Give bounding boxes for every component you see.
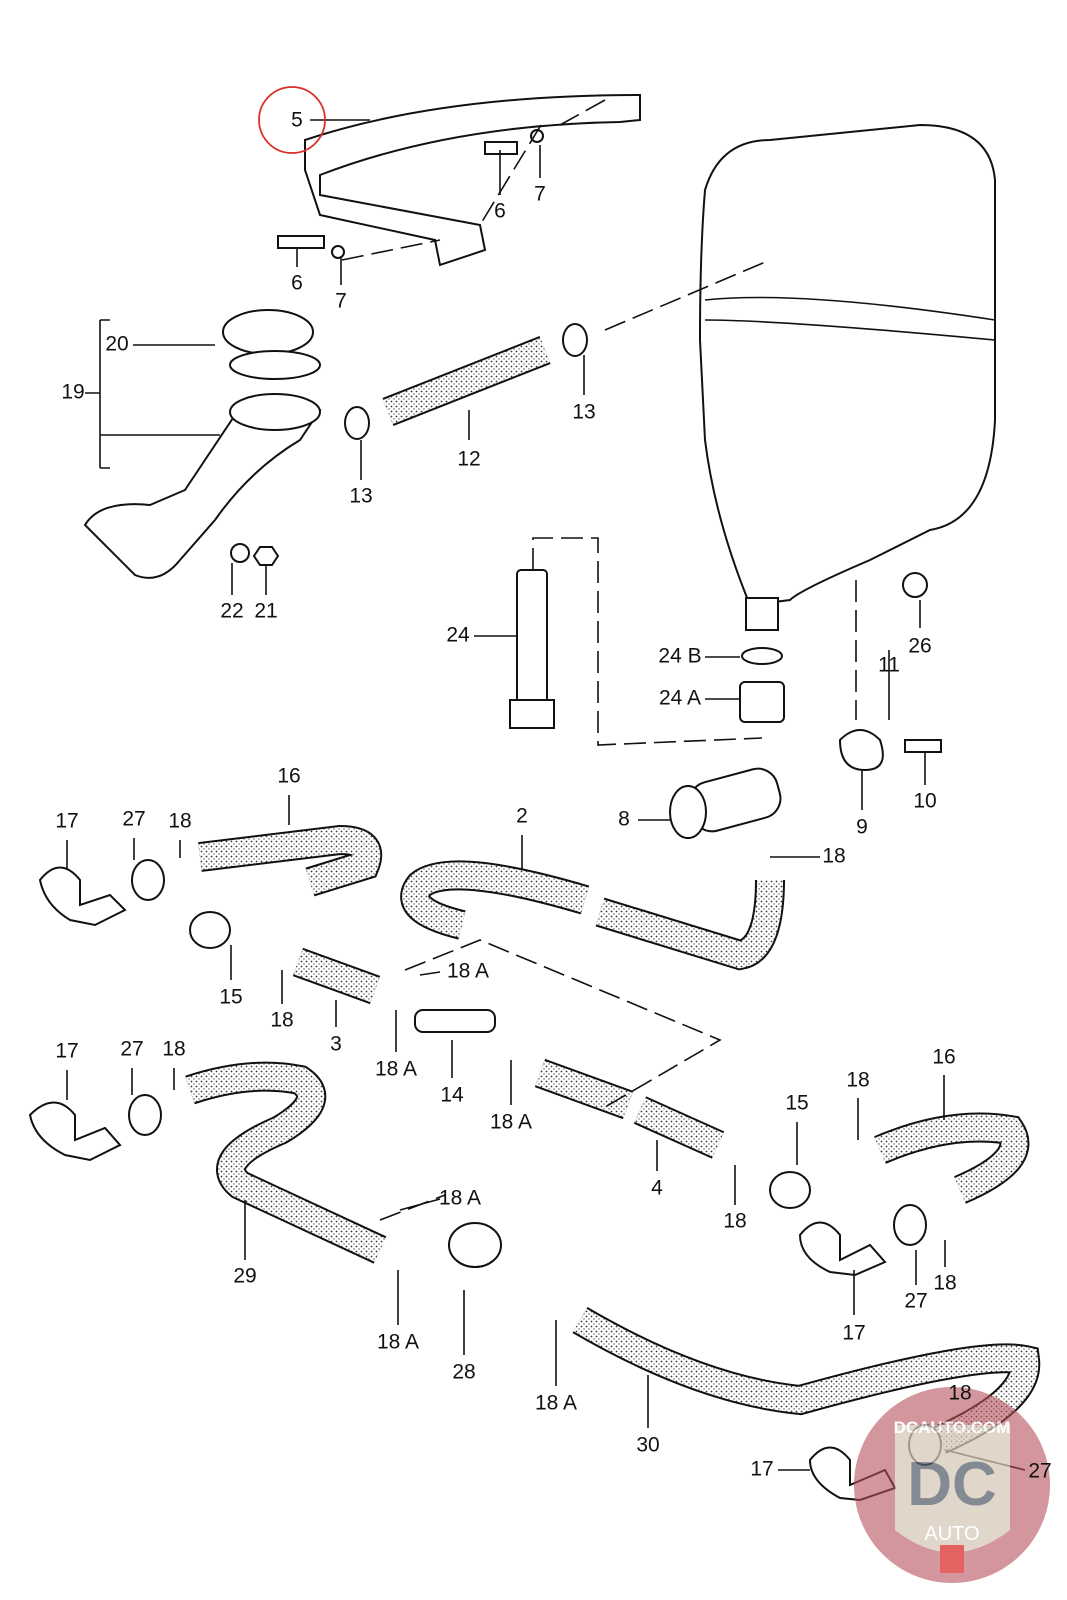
highlight-circle (258, 86, 326, 154)
bolt-6-lower (277, 235, 325, 249)
level-sensor-base (509, 699, 555, 729)
label-16: 16 (932, 1046, 955, 1069)
label-4: 4 (651, 1177, 663, 1200)
clamp-13-left (344, 406, 370, 440)
label-18: 18 (162, 1038, 185, 1061)
label-29: 29 (233, 1265, 256, 1288)
label-5: 5 (291, 109, 303, 132)
label-18: 18 (846, 1069, 869, 1092)
label-15: 15 (785, 1092, 808, 1115)
label-24: 24 (446, 624, 470, 647)
pump-clamp-9 (838, 729, 884, 772)
clamp-13-right (562, 323, 588, 357)
label-18a: 18 A (447, 960, 489, 983)
label-21: 21 (254, 600, 277, 623)
label-18: 18 (822, 845, 845, 868)
lock-washer-7-upper (530, 129, 544, 143)
label-18a: 18 A (375, 1058, 417, 1081)
label-30: 30 (636, 1434, 659, 1457)
label-17: 17 (750, 1458, 773, 1481)
label-11: 11 (878, 654, 900, 677)
filler-neck-rim (229, 393, 321, 431)
label-18a: 18 A (535, 1392, 577, 1415)
label-24a: 24 A (659, 687, 701, 710)
label-17: 17 (55, 1040, 78, 1063)
label-18a: 18 A (439, 1187, 481, 1210)
label-3: 3 (330, 1033, 342, 1056)
label-2: 2 (516, 805, 528, 828)
washer-22 (230, 543, 250, 563)
label-7: 7 (335, 290, 347, 313)
label-12: 12 (457, 448, 480, 471)
label-16: 16 (277, 765, 300, 788)
label-14: 14 (440, 1084, 464, 1107)
filler-seal (229, 350, 321, 380)
label-8: 8 (618, 808, 630, 831)
label-10: 10 (913, 790, 936, 813)
label-18: 18 (270, 1009, 293, 1032)
hose-12 (383, 337, 550, 425)
label-7: 7 (534, 183, 546, 206)
label-18: 18 (723, 1210, 746, 1233)
level-sensor (516, 569, 548, 706)
leader-lines (66, 99, 1026, 1471)
bolt-6-upper (484, 141, 518, 155)
label-27: 27 (120, 1038, 143, 1061)
label-17: 17 (842, 1322, 865, 1345)
label-18a: 18 A (490, 1111, 532, 1134)
label-15: 15 (219, 986, 242, 1009)
label-18: 18 (948, 1382, 971, 1405)
label-18: 18 (168, 810, 191, 833)
label-6: 6 (494, 200, 506, 223)
washer-pump-end (669, 785, 707, 839)
bolt-10 (904, 739, 942, 753)
watermark-sub: AUTO (924, 1523, 979, 1545)
label-18: 18 (933, 1272, 956, 1295)
washer-reservoir-tank (698, 123, 996, 607)
sensor-nut (739, 681, 785, 723)
nut-21 (252, 546, 280, 566)
tank-seam-lines (704, 296, 996, 341)
label-6: 6 (291, 272, 303, 295)
label-27: 27 (122, 808, 145, 831)
filler-cap (222, 309, 314, 355)
label-22: 22 (220, 600, 243, 623)
tank-outlet (745, 597, 779, 631)
label-13: 13 (349, 485, 372, 508)
label-27: 27 (904, 1290, 927, 1313)
watermark-letters: DC (907, 1450, 997, 1519)
label-19: 19 (61, 381, 84, 404)
tank-strap-bracket (304, 93, 641, 267)
lock-washer-7-lower (331, 245, 345, 259)
label-28: 28 (452, 1361, 475, 1384)
grommet-26 (902, 572, 928, 598)
watermark-text: DCAUTO.COM (894, 1418, 1011, 1437)
label-13: 13 (572, 401, 595, 424)
label-20: 20 (105, 333, 128, 356)
part-labels: 5 6 7 6 7 20 19 12 13 13 22 21 24 24 B 2… (55, 109, 1051, 1483)
label-24b: 24 B (658, 645, 701, 668)
label-18a: 18 A (377, 1331, 419, 1354)
label-17: 17 (55, 810, 78, 833)
label-9: 9 (856, 816, 868, 839)
sensor-seal-24b (741, 647, 783, 665)
hoses (185, 824, 1041, 1454)
label-27: 27 (1028, 1460, 1051, 1483)
dcauto-watermark-logo: DCAUTO.COM DC AUTO (854, 1387, 1050, 1583)
label-26: 26 (908, 635, 931, 658)
